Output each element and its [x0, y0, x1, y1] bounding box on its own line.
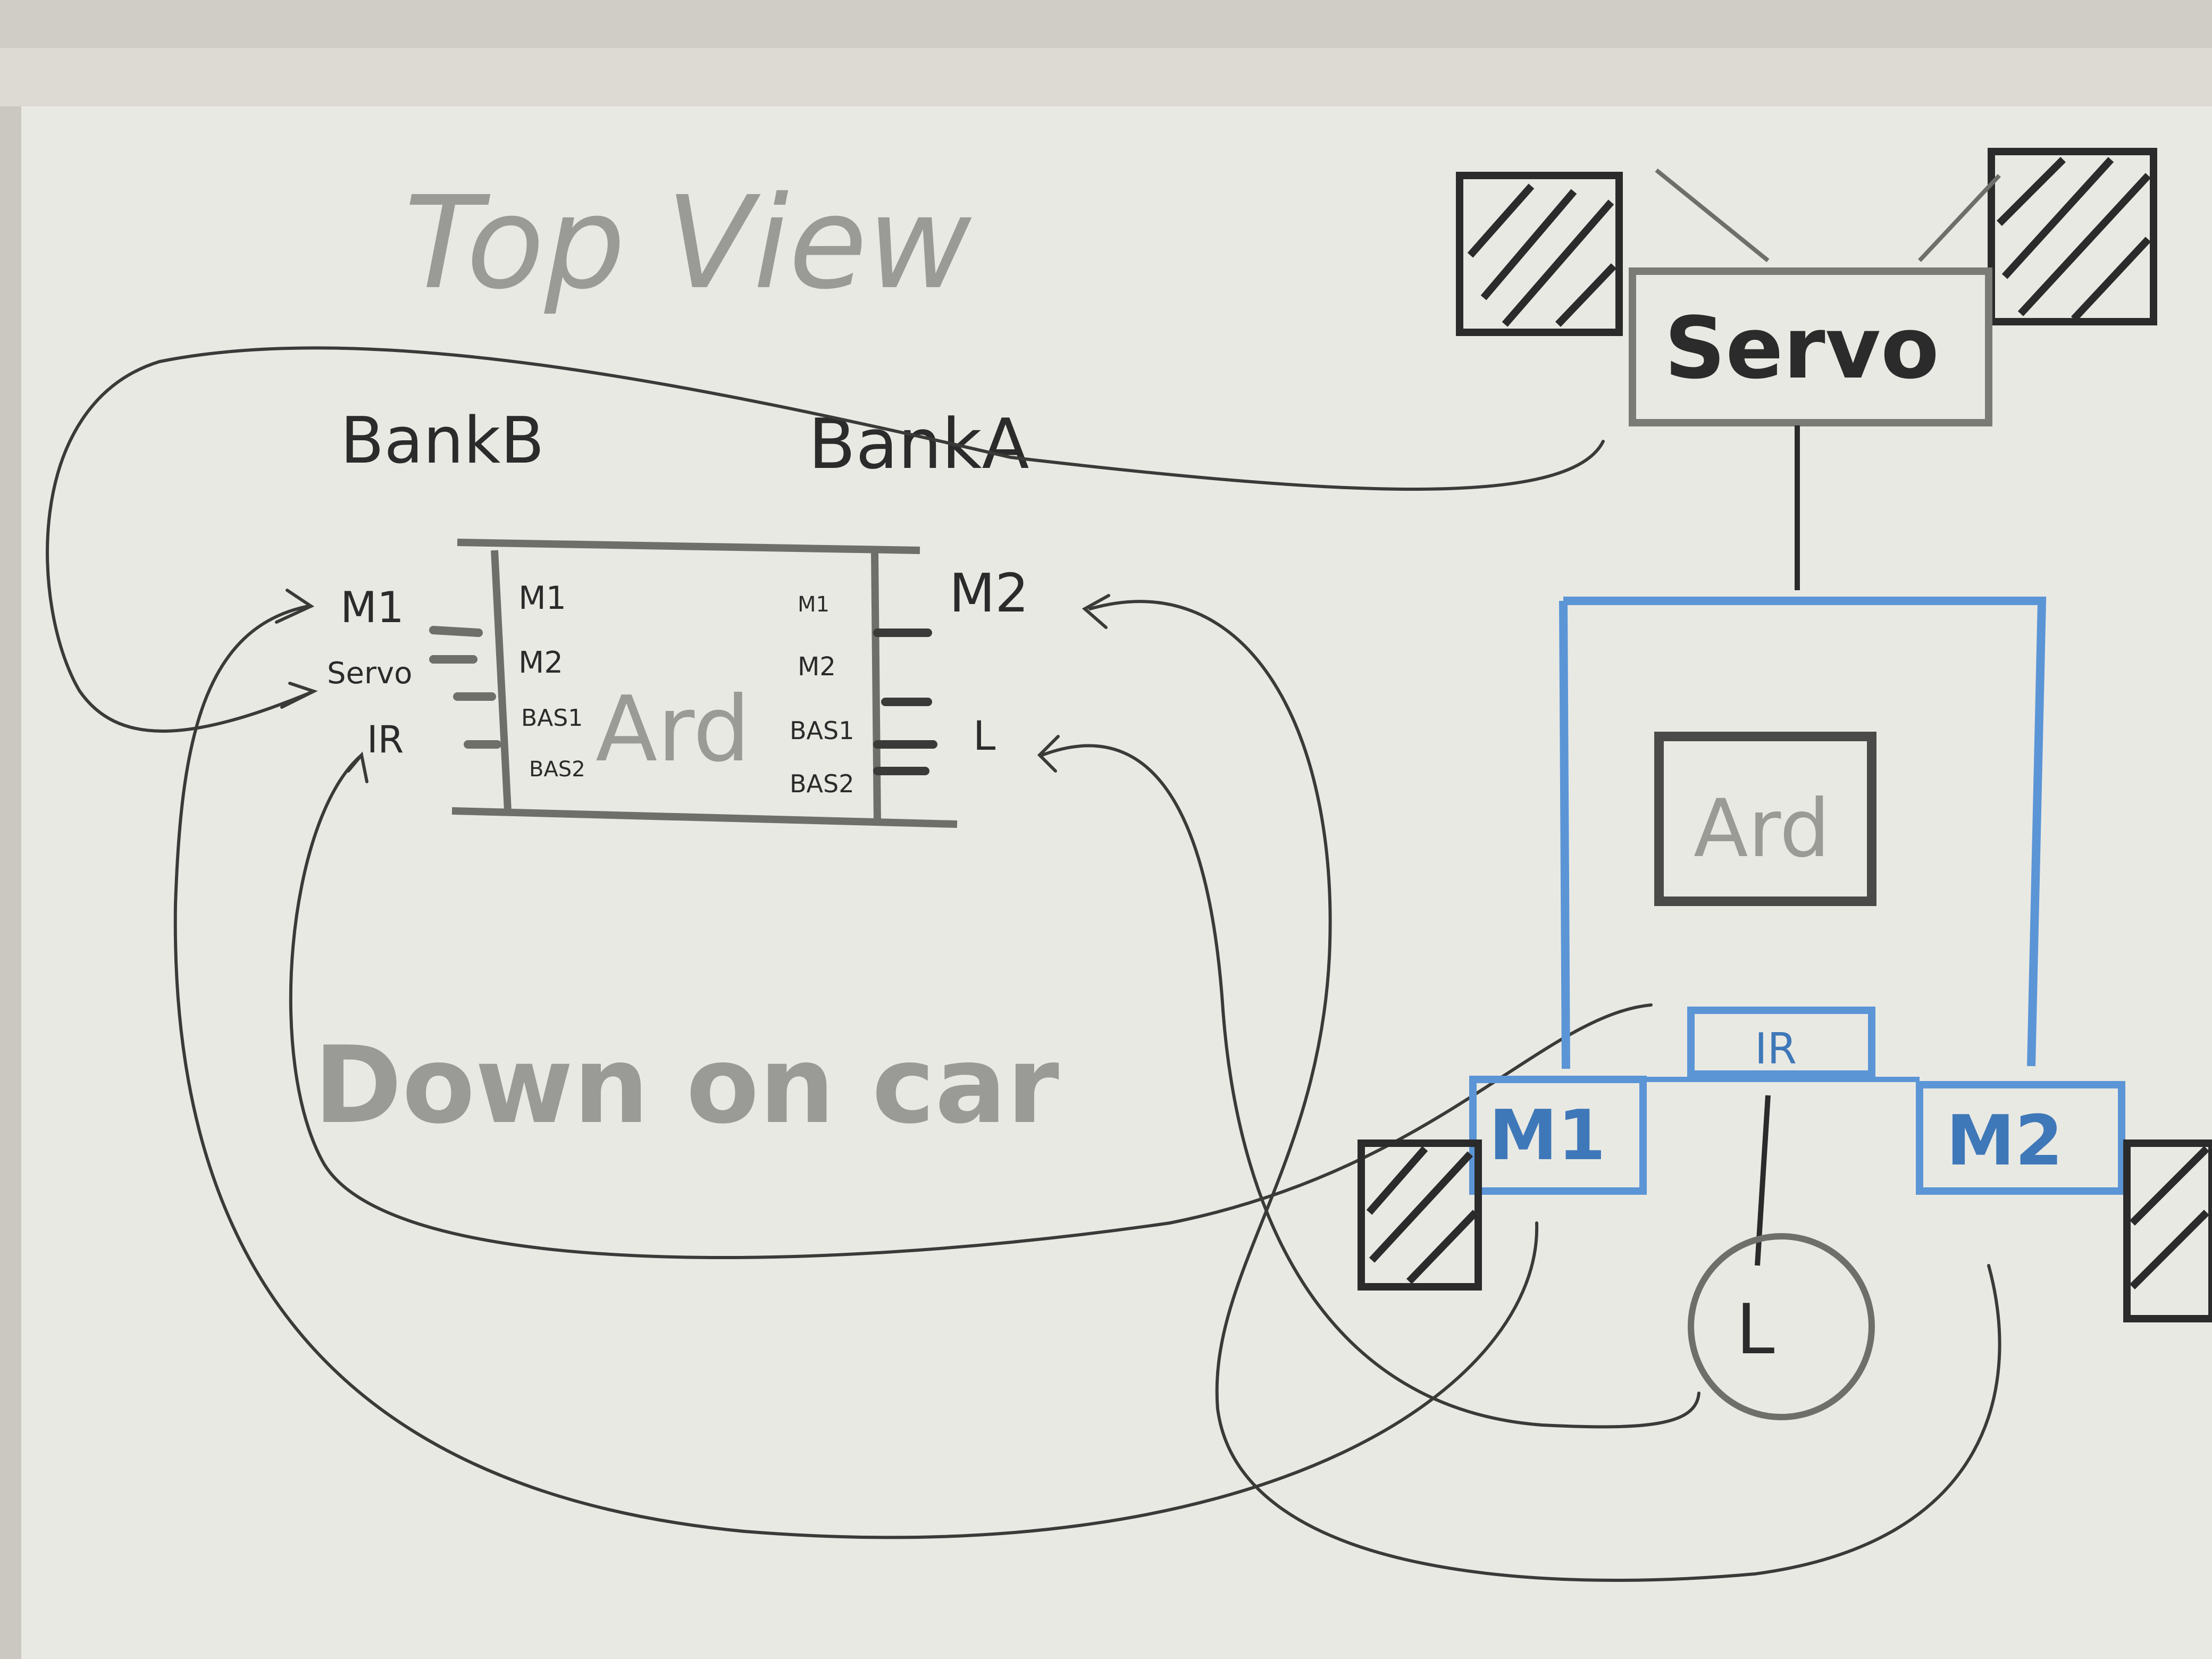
arduino-pinout-board [451, 539, 958, 828]
servo-arm-lines [1655, 168, 2001, 263]
wire-m2-loop [1088, 600, 2001, 1582]
bank-b-outer-0: M1 [340, 583, 404, 632]
car-arduino-box [1654, 732, 1876, 906]
ir-sensor-box [1687, 1007, 1875, 1078]
bank-a-inner-1: M2 [798, 652, 836, 682]
car-body [1559, 597, 2047, 1069]
bank-a-outer-0: M2 [949, 562, 1029, 624]
motor-left-label: M1 [1489, 1095, 1606, 1176]
servo-box [1629, 267, 1992, 426]
servo-wheel-left [1456, 172, 1623, 336]
drive-wheel-left [1358, 1139, 1482, 1291]
bank-b-inner-0: M1 [518, 580, 566, 617]
wiring-lines [46, 346, 2001, 1582]
bank-a-outer-1: L [973, 712, 995, 759]
motor-left-box [1469, 1076, 1647, 1195]
bank-a-inner-2: BAS1 [790, 716, 854, 745]
bank-b-inner-1: M2 [518, 646, 563, 680]
servo-label: Servo [1664, 298, 1939, 398]
title-text: Top View [404, 169, 972, 317]
wire-l-loop [1041, 744, 1700, 1429]
car-arduino-label: Ard [1694, 783, 1830, 875]
motor-right-box [1916, 1081, 2125, 1195]
whiteboard-top-rail [0, 48, 2212, 106]
wire-ir-loop [289, 753, 1653, 1259]
servo-wheel-right [1988, 148, 2157, 325]
bank-b-header-pins [429, 626, 501, 749]
bank-a-header-pins [873, 629, 937, 775]
bank-b-outer-2: IR [367, 718, 404, 761]
bank-a-inner-3: BAS2 [790, 769, 854, 798]
wire-m1-loop [173, 605, 1539, 1539]
drive-wheel-right [2123, 1139, 2212, 1322]
bank-b-inner-3: BAS2 [529, 757, 585, 782]
ir-sensor-label: IR [1755, 1024, 1797, 1074]
bank-b-outer-1: Servo [327, 656, 412, 691]
bank-a-inner-0: M1 [798, 592, 830, 617]
pinout-board-label: Ard [596, 677, 750, 782]
bank-b-inner-2: BAS1 [521, 705, 583, 732]
bank-b-label: BankB [340, 404, 544, 478]
whiteboard-left-edge [0, 106, 21, 1659]
light-sensor-label: L [1736, 1289, 1774, 1370]
caption-text: Down on car [314, 1024, 1059, 1147]
motor-right-label: M2 [1946, 1100, 2063, 1181]
light-sensor-circle [1688, 1233, 1875, 1420]
wire-servo-to-servo-pin [46, 346, 1605, 733]
bank-a-label: BankA [808, 404, 1029, 484]
